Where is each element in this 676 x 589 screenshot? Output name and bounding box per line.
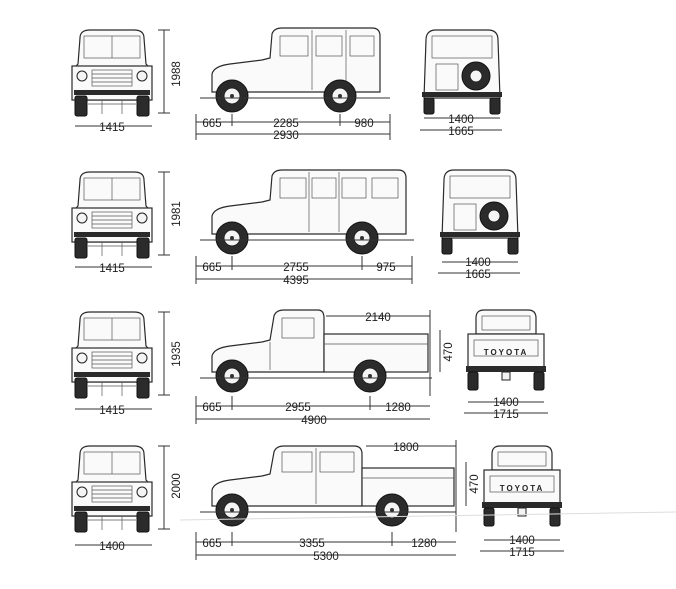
row-1-wheelbase: 2285 bbox=[273, 118, 299, 130]
row-1-rear-view bbox=[421, 29, 503, 115]
row-2-total-length: 4395 bbox=[283, 275, 309, 287]
row-4-front-view bbox=[71, 445, 153, 533]
row-4-rear-overhang: 1280 bbox=[411, 538, 437, 550]
row-3-pickup: 1935 1415 2140 470 665 2955 1280 4900 TO bbox=[71, 309, 548, 427]
row-4-rear-width: 1715 bbox=[509, 547, 535, 559]
row-3-bed-length: 2140 bbox=[365, 312, 391, 324]
row-1-short-hardtop: 1988 1415 665 2285 980 2930 1400 1665 bbox=[71, 27, 503, 142]
row-4-side-view bbox=[200, 445, 456, 527]
row-3-wheelbase: 2955 bbox=[285, 402, 311, 414]
row-4-crew-cab-pickup: 2000 1400 1800 470 665 3355 1280 5300 bbox=[71, 440, 564, 563]
row-1-front-height: 1988 bbox=[171, 61, 183, 87]
row-3-total-length: 4900 bbox=[301, 415, 327, 427]
row-4-rear-track: 1400 bbox=[509, 535, 535, 547]
row-4-front-overhang: 665 bbox=[202, 538, 221, 550]
row-2-long-hardtop: 1981 1415 665 2755 975 4395 1400 1665 bbox=[71, 169, 521, 287]
row-3-rear-view: TOYOTA bbox=[465, 309, 547, 391]
row-2-wheelbase: 2755 bbox=[283, 262, 309, 274]
row-2-front-width: 1415 bbox=[99, 263, 125, 275]
row-4-front-height: 2000 bbox=[171, 473, 183, 499]
row-2-rear-track: 1400 bbox=[465, 257, 491, 269]
row-4-bed-height: 470 bbox=[469, 474, 481, 493]
row-1-total-length: 2930 bbox=[273, 130, 299, 142]
row-1-rear-overhang: 980 bbox=[354, 118, 373, 130]
row-1-front-overhang: 665 bbox=[202, 118, 221, 130]
row-3-bed-height: 470 bbox=[443, 342, 455, 361]
paper-crease bbox=[179, 511, 676, 521]
row-1-rear-width: 1665 bbox=[448, 126, 474, 138]
row-4-rear-view: TOYOTA bbox=[481, 445, 563, 527]
row-1-rear-track: 1400 bbox=[448, 114, 474, 126]
row-2-front-overhang: 665 bbox=[202, 262, 221, 274]
row-3-front-height: 1935 bbox=[171, 341, 183, 367]
row-3-rear-overhang: 1280 bbox=[385, 402, 411, 414]
row-2-side-view bbox=[200, 169, 414, 255]
row-4-bed-length: 1800 bbox=[393, 442, 419, 454]
row-4-tailgate-label: TOYOTA bbox=[500, 484, 545, 493]
row-2-front-view bbox=[71, 171, 153, 259]
row-3-front-overhang: 665 bbox=[202, 402, 221, 414]
row-3-side-view bbox=[200, 309, 432, 393]
row-3-rear-width: 1715 bbox=[493, 409, 519, 421]
row-2-rear-width: 1665 bbox=[465, 269, 491, 281]
row-3-front-view bbox=[71, 311, 153, 399]
row-4-front-width: 1400 bbox=[99, 541, 125, 553]
row-1-side-view bbox=[200, 27, 390, 113]
row-2-front-height: 1981 bbox=[171, 201, 183, 227]
row-3-front-width: 1415 bbox=[99, 405, 125, 417]
row-3-rear-track: 1400 bbox=[493, 397, 519, 409]
row-3-tailgate-label: TOYOTA bbox=[484, 348, 529, 357]
row-1-front-width: 1415 bbox=[99, 122, 125, 134]
row-1-front-view bbox=[71, 29, 153, 117]
row-2-rear-view bbox=[439, 169, 521, 255]
row-4-total-length: 5300 bbox=[313, 551, 339, 563]
row-2-rear-overhang: 975 bbox=[376, 262, 395, 274]
row-4-wheelbase: 3355 bbox=[299, 538, 325, 550]
